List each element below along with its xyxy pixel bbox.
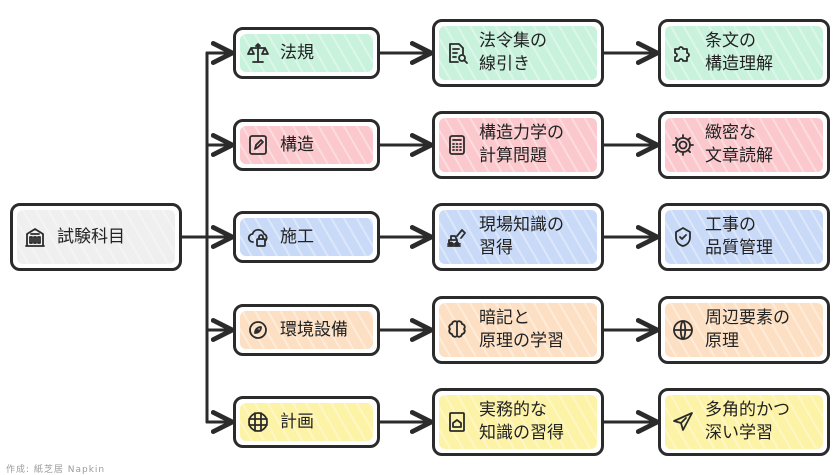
box-fill [240,126,373,164]
step1-node-2-label: 現場知識の 習得 [479,215,564,258]
step2-node-4-label: 多角的かつ 深い学習 [705,400,790,443]
leaf-gear-icon [246,318,270,342]
step1-node-3: 暗記と 原理の学習 [432,296,604,364]
step1-node-4-label: 実務的な 知識の習得 [479,400,564,443]
box-fill [439,210,597,264]
box-fill [665,210,823,264]
box-fill [439,118,597,172]
building-icon [23,225,47,249]
step2-node-1: 緻密な 文章読解 [658,111,830,179]
watermark: 作成: 紙芝居 Napkin [6,465,106,475]
box-fill [665,26,823,80]
subject-node-2: 施工 [233,211,380,263]
step1-node-3-label: 暗記と 原理の学習 [479,308,564,351]
gear-icon [671,133,695,157]
step1-node-4: 実務的な 知識の習得 [432,388,604,456]
step2-node-2-label: 工事の 品質管理 [705,215,773,258]
box-fill [665,395,823,449]
subject-node-2-label: 施工 [280,226,314,247]
scale-icon [246,41,270,65]
box-fill [439,26,597,80]
subject-node-0: 法規 [233,27,380,79]
step2-node-0-label: 条文の 構造理解 [705,31,773,74]
excavator-icon [445,225,469,249]
step1-node-0-label: 法令集の 線引き [479,31,547,74]
subject-node-3: 環境設備 [233,304,380,356]
step2-node-2: 工事の 品質管理 [658,203,830,271]
step2-node-4: 多角的かつ 深い学習 [658,388,830,456]
root-node: 試験科目 [10,203,182,271]
subject-node-4-label: 計画 [280,411,314,432]
pen-icon [246,133,270,157]
step1-node-1-label: 構造力学の 計算問題 [479,123,564,166]
send-icon [671,410,695,434]
step2-node-0: 条文の 構造理解 [658,19,830,87]
step2-node-3: 周辺要素の 原理 [658,296,830,364]
cloud-lock-icon [246,225,270,249]
globe-icon [671,318,695,342]
step2-node-1-label: 緻密な 文章読解 [705,123,773,166]
subject-node-3-label: 環境設備 [280,319,348,340]
brain-icon [445,318,469,342]
box-fill [439,395,597,449]
subject-node-1-label: 構造 [280,134,314,155]
root-node-label: 試験科目 [57,226,125,247]
document-search-icon [445,41,469,65]
calculator-icon [445,133,469,157]
grid-globe-icon [246,410,270,434]
subject-node-4: 計画 [233,396,380,448]
quality-check-icon [671,225,695,249]
subject-node-0-label: 法規 [280,42,314,63]
subject-node-1: 構造 [233,119,380,171]
step1-node-1: 構造力学の 計算問題 [432,111,604,179]
step1-node-0: 法令集の 線引き [432,19,604,87]
box-fill [665,118,823,172]
step1-node-2: 現場知識の 習得 [432,203,604,271]
box-fill [240,403,373,441]
puzzle-icon [671,41,695,65]
step2-node-3-label: 周辺要素の 原理 [705,308,790,351]
box-fill [240,311,373,349]
book-home-icon [445,410,469,434]
